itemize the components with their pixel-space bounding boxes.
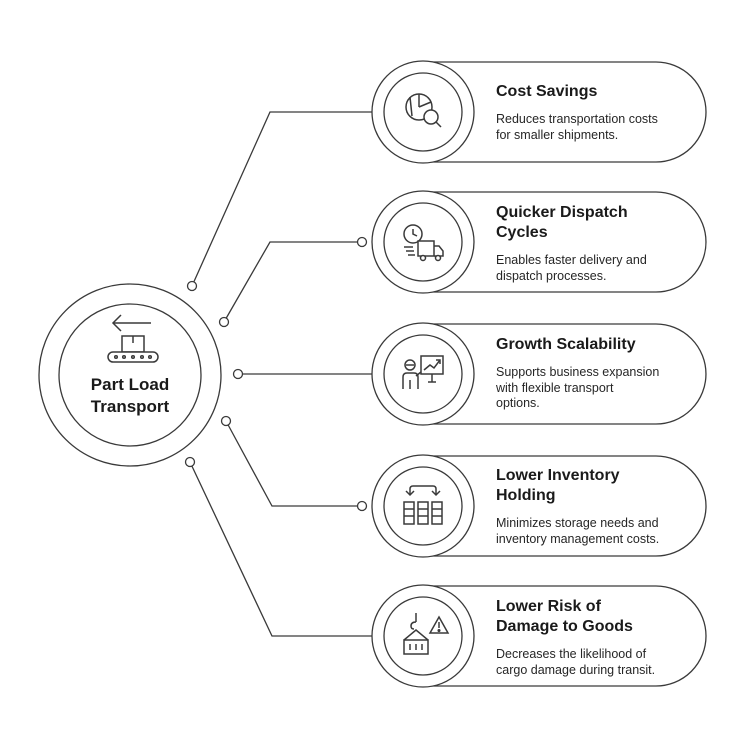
connector-quicker-dispatch [223, 241, 362, 323]
center-node [38, 283, 222, 467]
benefit-description: Decreases the likelihood of cargo damage… [496, 647, 656, 677]
center-title-line1: Part Load [90, 375, 170, 394]
benefit-description: Minimizes storage needs and inventory ma… [496, 516, 660, 546]
benefit-title: Cost Savings [496, 83, 598, 100]
center-inner-ring [58, 303, 202, 447]
icon-inner-ring [383, 72, 463, 152]
benefit-description: Enables faster delivery and dispatch pro… [496, 253, 647, 283]
connectors [184, 111, 372, 637]
benefit-text-quicker-dispatch: Quicker Dispatch Cycles Enables faster d… [496, 203, 676, 284]
card-pill [422, 191, 707, 293]
connector-dot [356, 500, 368, 512]
benefit-title: Lower Risk of Damage to Goods [496, 598, 633, 635]
benefit-card-quicker-dispatch [371, 190, 707, 294]
icon-inner-ring [383, 466, 463, 546]
benefit-description: Reduces transportation costs for smaller… [496, 112, 658, 142]
connector-lower-inventory [225, 420, 362, 507]
connector-dot [232, 368, 244, 380]
benefit-text-lower-inventory: Lower Inventory Holding Minimizes storag… [496, 466, 676, 547]
benefit-text-lower-risk: Lower Risk of Damage to Goods Decreases … [496, 597, 676, 678]
pie-chart-magnifier-icon [405, 93, 442, 128]
benefit-text-cost-savings: Cost Savings Reduces transportation cost… [496, 82, 676, 143]
benefit-card-growth-scalability [371, 322, 707, 426]
card-pill [422, 323, 707, 425]
card-pill [422, 61, 707, 163]
connector-dot [220, 415, 232, 427]
connector-dot [186, 280, 198, 292]
card-pill [422, 455, 707, 557]
connector-dot [218, 316, 230, 328]
card-pill [422, 585, 707, 687]
clock-truck-icon [403, 224, 444, 262]
benefit-title: Quicker Dispatch Cycles [496, 204, 628, 241]
inventory-cycle-icon [403, 485, 443, 525]
benefit-title: Growth Scalability [496, 336, 636, 353]
conveyor-box-arrow-icon [107, 314, 159, 363]
benefit-card-cost-savings [371, 60, 707, 164]
connector-lower-risk [189, 461, 372, 637]
benefit-title: Lower Inventory Holding [496, 467, 620, 504]
benefit-card-lower-risk [371, 584, 707, 688]
presenter-growth-chart-icon [402, 355, 444, 389]
center-title-line2: Transport [90, 397, 170, 416]
center-title: Part Load Transport [70, 374, 190, 418]
crane-cargo-warning-icon [403, 613, 450, 655]
benefit-text-growth-scalability: Growth Scalability Supports business exp… [496, 335, 676, 412]
connector-dot [356, 236, 368, 248]
connector-cost-savings [191, 111, 372, 287]
benefit-card-lower-inventory [371, 454, 707, 558]
connector-dot [184, 456, 196, 468]
benefit-description: Supports business expansion with flexibl… [496, 365, 660, 410]
